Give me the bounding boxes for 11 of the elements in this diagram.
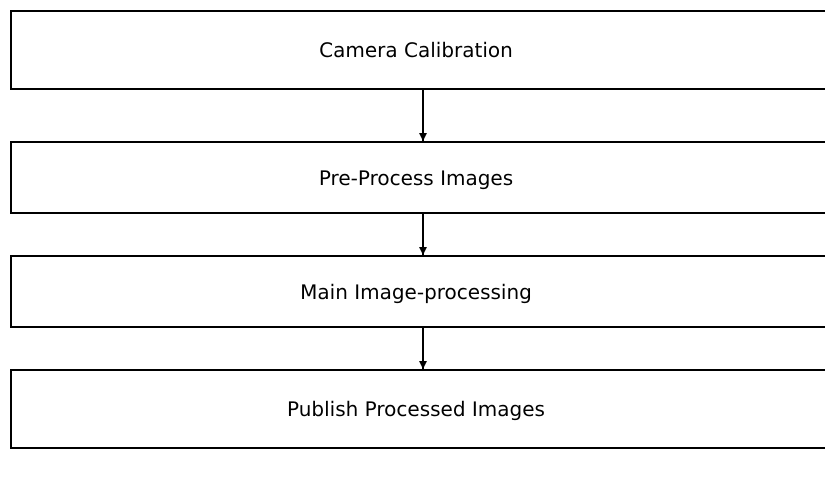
box-label: Publish Processed Images [287,396,546,423]
process-box [10,141,825,214]
arrow [419,214,427,255]
process-box [10,369,825,449]
arrow [419,90,427,141]
process-box [10,255,825,328]
box-label: Main Image-processing [300,278,533,306]
box-label: Pre-Process Images [318,164,514,192]
box-label: Camera Calibration [319,37,514,64]
arrow [419,328,427,369]
process-box [10,10,825,90]
